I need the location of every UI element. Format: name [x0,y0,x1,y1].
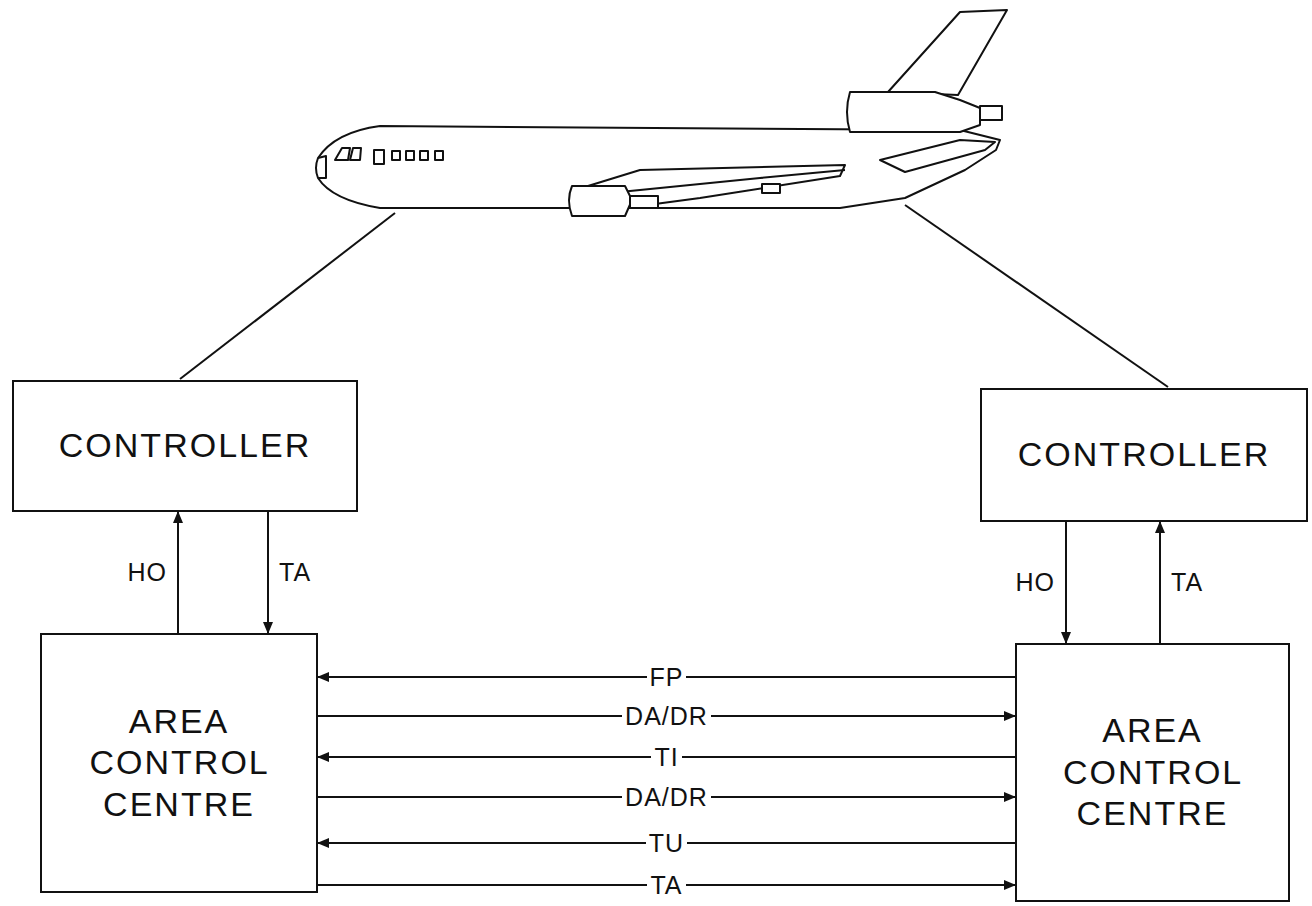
message-label: TU [646,831,687,856]
controller-box: CONTROLLER [980,388,1308,522]
box-label: CONTROLLER [59,425,311,466]
message-arrow [178,512,179,633]
message-label: HO [1013,570,1059,595]
box-label: AREA CONTROL CENTRE [90,701,269,825]
area-control-centre-box: AREA CONTROL CENTRE [40,633,318,893]
message-label: TA [1168,570,1206,595]
message-label: TI [651,745,681,770]
message-arrow [1160,522,1161,643]
area-control-centre-box: AREA CONTROL CENTRE [1015,643,1290,902]
controller-box: CONTROLLER [12,380,358,512]
message-label: DA/DR [622,704,711,729]
box-label: CONTROLLER [1018,434,1270,475]
message-label: TA [647,873,685,898]
message-arrow [268,512,269,633]
box-label: AREA CONTROL CENTRE [1063,710,1242,834]
message-label: HO [125,560,171,585]
message-label: DA/DR [622,785,711,810]
message-arrow [1066,522,1067,643]
message-label: TA [276,560,314,585]
message-label: FP [647,665,687,690]
